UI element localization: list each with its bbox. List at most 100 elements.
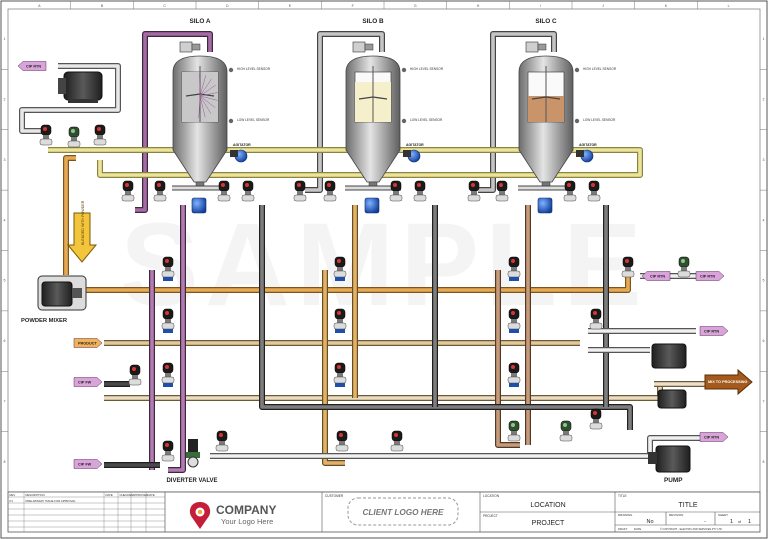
sheet-value: 1	[730, 519, 733, 525]
valve[interactable]	[621, 256, 635, 278]
valve[interactable]	[390, 430, 404, 452]
diverter-valve[interactable]	[186, 439, 200, 468]
watermark-text: SAMPLE	[120, 199, 648, 331]
rev-cell: P1	[10, 499, 14, 503]
valve[interactable]	[495, 180, 509, 202]
flag-cip-rtn-1-label: CIP RTN	[650, 274, 665, 278]
rev-header: CHECKED	[120, 493, 134, 497]
title-value: TITLE	[678, 502, 697, 509]
valve[interactable]	[153, 180, 167, 202]
rev-cell: PRELIMINARY ISSUE FOR APPROVAL	[26, 499, 77, 503]
grid-col-label: F	[352, 4, 355, 8]
motor-right-row7[interactable]	[657, 389, 687, 409]
high-level-sensor-label: HIGH LEVEL SENSOR	[237, 67, 271, 71]
motor-right-row6[interactable]	[651, 343, 687, 369]
valve[interactable]	[563, 180, 577, 202]
rev-header: DESCRIPTION	[26, 493, 45, 497]
grid-col-label: K	[665, 4, 668, 8]
valve[interactable]	[241, 180, 255, 202]
copyright-text: © COPYRIGHT - ELECTRIC AND SERVICES PTY …	[660, 528, 722, 531]
valve[interactable]	[333, 256, 347, 281]
grid-row-label: 2	[4, 98, 6, 102]
location-label: LOCATION	[483, 494, 500, 498]
valve[interactable]	[589, 408, 603, 430]
flag-cip-rtn-4: CIP RTN	[699, 432, 729, 442]
valve[interactable]	[161, 256, 175, 281]
valve[interactable]	[161, 440, 175, 462]
grid-col-label: A	[38, 4, 41, 8]
valve[interactable]	[559, 420, 573, 442]
valve[interactable]	[587, 180, 601, 202]
valve[interactable]	[333, 308, 347, 333]
agitator-label: AGITATOR	[233, 143, 251, 147]
valve[interactable]	[389, 180, 403, 202]
valve[interactable]	[293, 180, 307, 202]
silos: AGITATOR HIGH LEVEL SENSOR LOW LEVEL SENSO…	[172, 18, 617, 214]
cip-pump-top[interactable]	[58, 71, 103, 103]
sheet-total: 1	[748, 519, 751, 525]
flag-cip-rtn-2-label: CIP RTN	[700, 274, 715, 278]
flag-cip-rtn-top: CIP RTN	[17, 61, 47, 71]
draft-label: DRAFT	[618, 527, 628, 531]
valve[interactable]	[507, 308, 521, 333]
valve[interactable]	[217, 180, 231, 202]
client-logo-box	[347, 497, 459, 526]
silo-name: SILO C	[535, 18, 557, 25]
valve[interactable]	[161, 308, 175, 333]
date-label: DATE	[634, 527, 641, 531]
flag-cip-rtn-top-label: CIP RTN	[26, 64, 41, 68]
grid-col-label: E	[289, 4, 292, 8]
valve[interactable]	[589, 308, 603, 330]
grid-row-label: 5	[763, 279, 765, 283]
grid-row-label: 3	[4, 158, 6, 162]
valve[interactable]	[323, 180, 337, 202]
flag-cip-rtn-3: CIP RTN	[699, 326, 729, 336]
low-level-sensor-label: LOW LEVEL SENSOR	[410, 118, 443, 122]
revision-value: -	[704, 519, 706, 525]
company-logo	[189, 502, 211, 529]
grid-row-label: 7	[4, 399, 6, 403]
process-arrow: MIX TO PROCESSING	[704, 368, 753, 396]
grid-row-label: 8	[763, 460, 765, 464]
valve[interactable]	[507, 362, 521, 387]
grid-row-label: 7	[763, 399, 765, 403]
valve[interactable]	[677, 256, 691, 278]
agitator-label: AGITATOR	[579, 143, 597, 147]
flag-cip-rtn-4-label: CIP RTN	[704, 435, 719, 439]
valve[interactable]	[413, 180, 427, 202]
valve[interactable]	[93, 124, 107, 146]
valve[interactable]	[507, 420, 521, 442]
powder-mixer[interactable]	[37, 275, 87, 311]
grid-row-label: 1	[763, 37, 765, 41]
valve[interactable]	[333, 362, 347, 387]
low-level-sensor-label: LOW LEVEL SENSOR	[583, 118, 616, 122]
silo-name: SILO B	[362, 18, 384, 25]
valve[interactable]	[161, 362, 175, 387]
valve[interactable]	[335, 430, 349, 452]
grid-col-label: B	[101, 4, 104, 8]
sheet-label: SHEET	[718, 513, 728, 517]
grid-row-label: 3	[763, 158, 765, 162]
rev-header: DATE	[148, 493, 155, 497]
title-label: TITLE	[618, 494, 627, 498]
pipe-row7	[104, 384, 663, 401]
valve[interactable]	[39, 124, 53, 146]
flag-cip-rtn-1: CIP RTN	[641, 271, 671, 281]
project-value: PROJECT	[532, 520, 565, 527]
valve[interactable]	[467, 180, 481, 202]
agitator-label: AGITATOR	[406, 143, 424, 147]
pump-main[interactable]	[648, 445, 691, 473]
flag-cip-rtn-2: CIP RTN	[695, 271, 725, 281]
valve[interactable]	[128, 364, 142, 386]
valve[interactable]	[507, 256, 521, 281]
silo-a[interactable]: AGITATOR HIGH LEVEL SENSOR LOW LEVEL SENSO…	[172, 18, 271, 214]
valve[interactable]	[67, 126, 81, 148]
low-level-sensor-label: LOW LEVEL SENSOR	[237, 118, 270, 122]
valve[interactable]	[121, 180, 135, 202]
valve[interactable]	[215, 430, 229, 452]
location-value: LOCATION	[530, 502, 565, 509]
